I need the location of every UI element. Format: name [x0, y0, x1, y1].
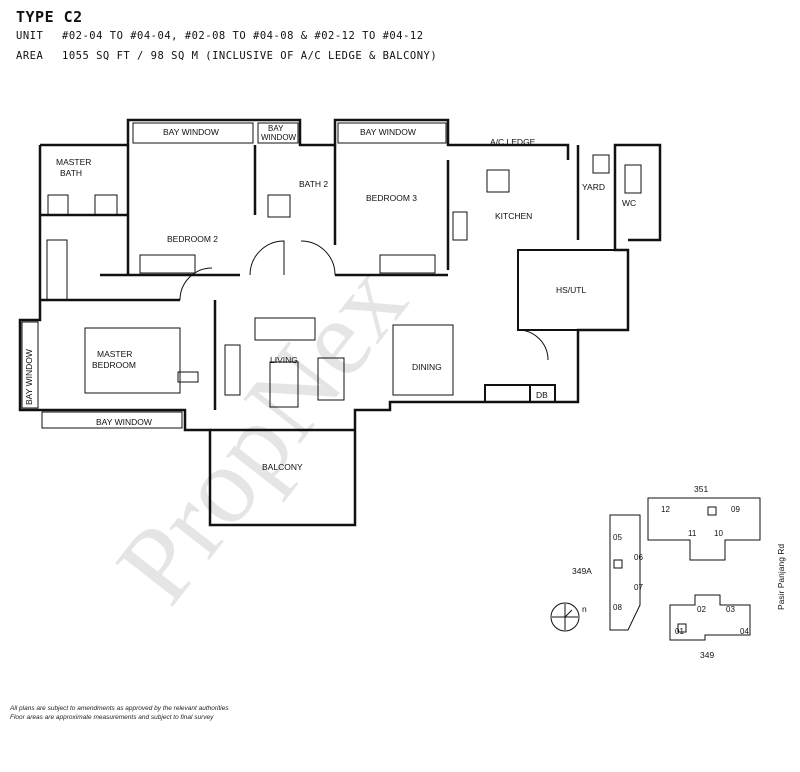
keyplan-unit-08: 08 [613, 603, 622, 612]
key-plan-labels: 351 349A 349 Pasir Panjang Rd n 12 09 11… [572, 484, 786, 660]
room-labels: BAY WINDOW BAY WINDOW BAY WINDOW A/C LED… [24, 124, 636, 472]
utility-boxes [484, 249, 629, 403]
label-master-bedroom-2: BEDROOM [92, 360, 136, 370]
label-wc: WC [622, 198, 636, 208]
footer-note-2: Floor areas are approximate measurements… [10, 714, 214, 721]
area-key: AREA [16, 50, 44, 62]
label-bay-window-top-right: BAY WINDOW [360, 127, 416, 137]
bay-windows [21, 122, 447, 429]
area-value: 1055 SQ FT / 98 SQ M (INCLUSIVE OF A/C L… [62, 50, 438, 62]
keyplan-block-349a: 349A [572, 566, 592, 576]
area-line: AREA 1055 SQ FT / 98 SQ M (INCLUSIVE OF A… [16, 50, 437, 62]
label-living: LIVING [270, 355, 298, 365]
label-db: DB [536, 390, 548, 400]
label-bay-window-top-left: BAY WINDOW [163, 127, 219, 137]
key-plan [550, 497, 761, 641]
label-ac-ledge: A/C LEDGE [490, 137, 536, 147]
label-dining: DINING [412, 362, 442, 372]
keyplan-unit-03: 03 [726, 605, 735, 614]
keyplan-road: Pasir Panjang Rd [776, 544, 786, 610]
keyplan-north: n [582, 604, 587, 614]
keyplan-block-351: 351 [694, 484, 708, 494]
unit-key: UNIT [16, 30, 44, 42]
keyplan-unit-10: 10 [714, 529, 723, 538]
label-master-bath-1: MASTER [56, 157, 91, 167]
label-bay-window-vertical: BAY WINDOW [24, 349, 34, 405]
keyplan-unit-07: 07 [634, 583, 643, 592]
label-bay-window-small-2: WINDOW [261, 133, 297, 142]
label-balcony: BALCONY [262, 462, 303, 472]
unit-value: #02-04 TO #04-04, #02-08 TO #04-08 & #02… [62, 30, 424, 42]
label-bath2: BATH 2 [299, 179, 328, 189]
plan-type-title: TYPE C2 [16, 8, 83, 26]
label-master-bedroom-1: MASTER [97, 349, 132, 359]
label-yard: YARD [582, 182, 605, 192]
keyplan-unit-04: 04 [740, 627, 749, 636]
label-bay-window-bottom: BAY WINDOW [96, 417, 152, 427]
label-bay-window-small-1: BAY [268, 124, 284, 133]
footer-note-1: All plans are subject to amendments as a… [10, 705, 229, 712]
keyplan-unit-11: 11 [688, 529, 697, 538]
keyplan-unit-06: 06 [634, 553, 643, 562]
keyplan-unit-02: 02 [697, 605, 706, 614]
door-swings [179, 240, 549, 361]
furniture [46, 154, 642, 408]
keyplan-block-349: 349 [700, 650, 714, 660]
label-hs-utl: HS/UTL [556, 285, 587, 295]
keyplan-unit-09: 09 [731, 505, 740, 514]
label-bedroom3: BEDROOM 3 [366, 193, 417, 203]
label-kitchen: KITCHEN [495, 211, 532, 221]
label-bedroom2: BEDROOM 2 [167, 234, 218, 244]
keyplan-unit-12: 12 [661, 505, 670, 514]
keyplan-unit-05: 05 [613, 533, 622, 542]
unit-line: UNIT #02-04 TO #04-04, #02-08 TO #04-08 &… [16, 30, 424, 42]
keyplan-unit-01: 01 [675, 627, 684, 636]
label-master-bath-2: BATH [60, 168, 82, 178]
